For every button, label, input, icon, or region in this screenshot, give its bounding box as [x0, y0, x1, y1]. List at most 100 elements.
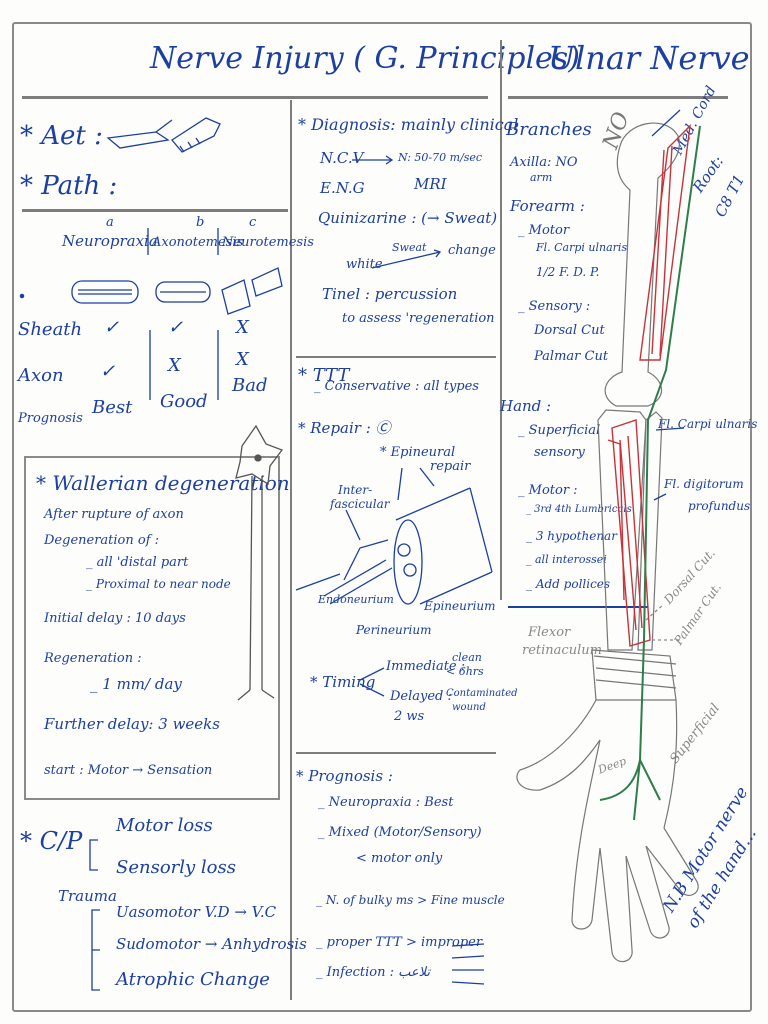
diag-quinizarine: Quinizarine : (→ Sweat)	[318, 209, 498, 227]
timing-lt6: < 6hrs	[446, 665, 484, 678]
wallerian-box	[24, 456, 280, 800]
row-axon-c: X	[236, 349, 249, 370]
prognosis-item: < motor only	[356, 851, 443, 866]
forearm-sensory: _ Sensory :	[518, 299, 591, 314]
label-perineurium: Perineurium	[356, 623, 432, 637]
prognosis-item: _ Neuropraxia : Best	[318, 795, 454, 810]
prognosis-item: _ proper TTT > improper	[316, 935, 483, 950]
repair-repair-word: repair	[430, 459, 471, 474]
timing-contaminated: Contaminated	[446, 688, 518, 699]
diag-tinel: Tinel : percussion	[322, 285, 458, 303]
prognosis-item: _ Mixed (Motor/Sensory)	[318, 825, 482, 840]
row-sheath-label: Sheath	[18, 319, 83, 340]
cp-trauma: Trauma	[58, 887, 117, 905]
hand-motor-item: _ 3 hypothenar	[526, 529, 617, 543]
prognosis-item: _ Infection : تلاعب	[316, 965, 431, 980]
row-sheath-b: ✓	[168, 317, 184, 338]
ttt-rule	[296, 752, 496, 754]
hand-motor-item: _ 3rd 4th Lumbricals	[526, 504, 632, 515]
row-prognosis-c: Bad	[232, 375, 268, 396]
pathology-heading: * Path :	[20, 171, 118, 201]
repair-fascicular: fascicular	[330, 497, 390, 511]
aetiology-heading: * Aet :	[20, 121, 103, 151]
prognosis-heading: * Prognosis :	[296, 767, 393, 785]
type-letter-c: c	[249, 215, 257, 230]
repair-epineural: * Epineural	[380, 445, 456, 460]
label-fdp-1: Fl. digitorum	[664, 477, 744, 491]
branches-heading: Branches	[506, 119, 592, 140]
nerve-sketch-b	[155, 281, 211, 303]
wallerian-line: Degeneration of :	[44, 533, 160, 548]
cp-item: Motor loss	[116, 815, 213, 836]
diagnosis-heading: * Diagnosis: mainly clinical	[298, 115, 519, 134]
branch-forearm: Forearm :	[510, 197, 585, 215]
row-prognosis-a: Best	[92, 397, 133, 418]
branches-rule	[508, 606, 648, 608]
page-title: Nerve Injury ( G. Principles)	[150, 41, 580, 76]
nerve-sketch-a	[71, 280, 139, 304]
timing-2ws: 2 ws	[394, 709, 425, 724]
branch-axilla: Axilla: NO	[510, 155, 578, 170]
wallerian-line: start : Motor → Sensation	[44, 763, 213, 778]
wallerian-line: _ 1 mm/ day	[90, 675, 182, 693]
wallerian-line: _ Proximal to near node	[86, 577, 231, 591]
label-fcu: Fl. Carpi ulnaris	[658, 417, 758, 431]
forearm-muscles	[607, 124, 691, 647]
row-axon-a: ✓	[100, 361, 116, 382]
row-sheath-a: ✓	[104, 317, 120, 338]
type-neuropraxia: Neuropraxia	[62, 232, 158, 250]
diag-eng: E.N.G	[320, 179, 365, 197]
diag-ncv-value: N: 50-70 m/sec	[398, 151, 483, 164]
type-letter-b: b	[196, 215, 205, 230]
forearm-palmar: Palmar Cut	[534, 349, 609, 364]
branch-hand: Hand :	[500, 397, 552, 415]
hand-sensory: sensory	[534, 445, 585, 460]
cp-heading: * C/P	[20, 827, 83, 855]
row-prognosis-b: Good	[160, 391, 208, 412]
label-retinaculum: retinaculum	[522, 643, 602, 658]
ttt-conservative: _ Conservative : all types	[314, 379, 479, 394]
row-prognosis-label: Prognosis	[18, 411, 83, 426]
wallerian-line: Further delay: 3 weeks	[44, 715, 220, 733]
diag-tinel-2: to assess 'regeneration	[342, 311, 495, 326]
repair-inter: Inter-	[338, 483, 373, 497]
key-icon	[171, 117, 221, 153]
header-rule-left	[22, 96, 488, 99]
wallerian-title: * Wallerian degeneration	[36, 471, 290, 495]
divider-right	[500, 40, 502, 600]
label-fdp-2: profundus	[688, 499, 751, 513]
hand-motor-item: _ Add pollices	[526, 577, 611, 591]
forearm-motor: _ Motor	[518, 223, 570, 238]
cp-item: Sudomotor → Anhydrosis	[116, 935, 307, 953]
prognosis-item: _ N. of bulky ms > Fine muscle	[316, 893, 505, 907]
branch-arm: arm	[530, 171, 553, 184]
label-epineurium: Epineurium	[424, 599, 496, 613]
timing-delayed: Delayed :	[390, 689, 452, 704]
timing-immediate: Immediate :	[386, 659, 466, 674]
ulnar-title: Ulnar Nerve	[548, 39, 750, 77]
ttt-heading: * TTT	[298, 365, 350, 386]
header-rule-right	[508, 96, 728, 99]
nerve-sketch-c	[221, 267, 283, 315]
row-axon-label: Axon	[18, 365, 64, 386]
hand-superficial: _ Superficial	[518, 423, 601, 438]
ulnar-nerve-path	[599, 125, 701, 821]
wallerian-line: After rupture of axon	[44, 507, 184, 522]
wallerian-line: Initial delay : 10 days	[44, 611, 186, 626]
ttt-repair: * Repair : Ⓒ	[298, 419, 391, 437]
wallerian-line: Regeneration :	[44, 651, 142, 666]
cp-item: Atrophic Change	[116, 969, 270, 990]
timing-clean: clean	[452, 651, 482, 664]
type-neurotemesis: Neurotemesis	[222, 235, 314, 250]
row-axon-b: X	[168, 355, 181, 376]
divider-middle	[290, 100, 292, 1000]
type-letter-a: a	[106, 215, 114, 230]
label-endoneurium: Endoneurium	[318, 593, 394, 606]
diag-change: change	[448, 243, 496, 258]
label-flexor: Flexor	[528, 625, 571, 640]
hand-motor: _ Motor :	[518, 483, 578, 498]
diag-ncv: N.C.V	[320, 149, 364, 167]
hand-motor-item: _ all interossei	[526, 553, 607, 566]
wallerian-line: _ all 'distal part	[86, 555, 189, 570]
